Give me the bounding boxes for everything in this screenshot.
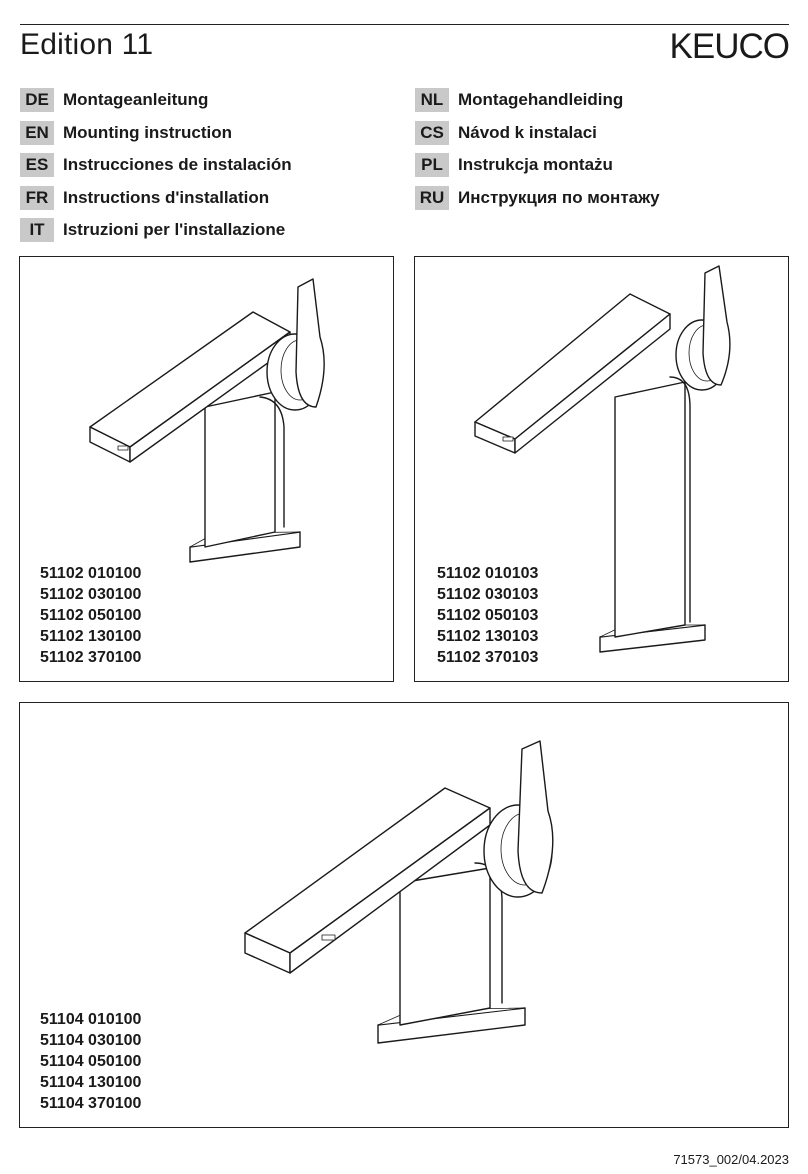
language-label: Montagehandleiding	[458, 90, 624, 110]
article-number: 51104 030100	[40, 1032, 142, 1049]
language-label: Instrukcja montażu	[458, 155, 613, 175]
article-number-list: 51104 010100 51104 030100 51104 050100 5…	[40, 1009, 141, 1114]
language-list-left: DE Montageanleitung EN Mounting instruct…	[20, 84, 292, 247]
language-item: IT Istruzioni per l'installazione	[20, 214, 292, 247]
document-number: 71573_002/04.2023	[673, 1152, 789, 1167]
language-label: Инструкция по монтажу	[458, 187, 660, 207]
language-code-badge: DE	[20, 88, 54, 113]
header-rule	[20, 24, 789, 25]
article-number: 51102 010100	[40, 565, 142, 582]
faucet-drawing	[244, 740, 554, 1044]
language-list-right: NL Montagehandleiding CS Návod k instala…	[415, 84, 660, 214]
article-number: 51102 130100	[40, 628, 142, 645]
faucet-drawing	[89, 278, 325, 563]
article-number: 51104 370100	[40, 1095, 142, 1112]
article-number: 51104 050100	[40, 1053, 142, 1070]
language-item: NL Montagehandleiding	[415, 84, 660, 117]
article-number: 51104 130100	[40, 1074, 142, 1091]
language-code-badge: EN	[20, 120, 54, 145]
language-code-badge: RU	[415, 185, 449, 210]
language-code-badge: CS	[415, 120, 449, 145]
language-code-badge: NL	[415, 88, 449, 113]
language-item: ES Instrucciones de instalación	[20, 149, 292, 182]
language-label: Instructions d'installation	[63, 187, 270, 207]
language-code-badge: FR	[20, 185, 54, 210]
language-label: Mounting instruction	[63, 122, 233, 142]
article-number-list: 51102 010100 51102 030100 51102 050100 5…	[40, 563, 141, 668]
brand-logo: KEUCO	[669, 27, 790, 66]
language-label: Montageanleitung	[63, 90, 209, 110]
language-label: Návod k instalaci	[458, 122, 597, 142]
language-code-badge: IT	[20, 218, 54, 243]
language-label: Instrucciones de instalación	[63, 155, 292, 175]
article-number: 51102 370103	[437, 649, 539, 666]
language-label: Istruzioni per l'installazione	[63, 220, 286, 240]
article-number: 51102 030100	[40, 586, 142, 603]
language-item: CS Návod k instalaci	[415, 117, 660, 150]
article-number: 51102 030103	[437, 586, 539, 603]
language-item: PL Instrukcja montażu	[415, 149, 660, 182]
document-title: Edition 11	[20, 28, 154, 61]
product-panel-1: 51102 010100 51102 030100 51102 050100 5…	[19, 256, 394, 682]
language-item: FR Instructions d'installation	[20, 182, 292, 215]
article-number: 51102 050103	[437, 607, 539, 624]
language-item: DE Montageanleitung	[20, 84, 292, 117]
article-number: 51102 130103	[437, 628, 539, 645]
article-number: 51102 370100	[40, 649, 142, 666]
language-code-badge: PL	[415, 153, 449, 178]
article-number: 51102 050100	[40, 607, 142, 624]
language-item: RU Инструкция по монтажу	[415, 182, 660, 215]
faucet-drawing	[474, 265, 731, 653]
article-number: 51102 010103	[437, 565, 539, 582]
language-item: EN Mounting instruction	[20, 117, 292, 150]
product-panel-2: 51102 010103 51102 030103 51102 050103 5…	[414, 256, 789, 682]
product-panel-3: 51104 010100 51104 030100 51104 050100 5…	[19, 702, 789, 1128]
article-number: 51104 010100	[40, 1011, 142, 1028]
language-code-badge: ES	[20, 153, 54, 178]
article-number-list: 51102 010103 51102 030103 51102 050103 5…	[437, 563, 538, 668]
